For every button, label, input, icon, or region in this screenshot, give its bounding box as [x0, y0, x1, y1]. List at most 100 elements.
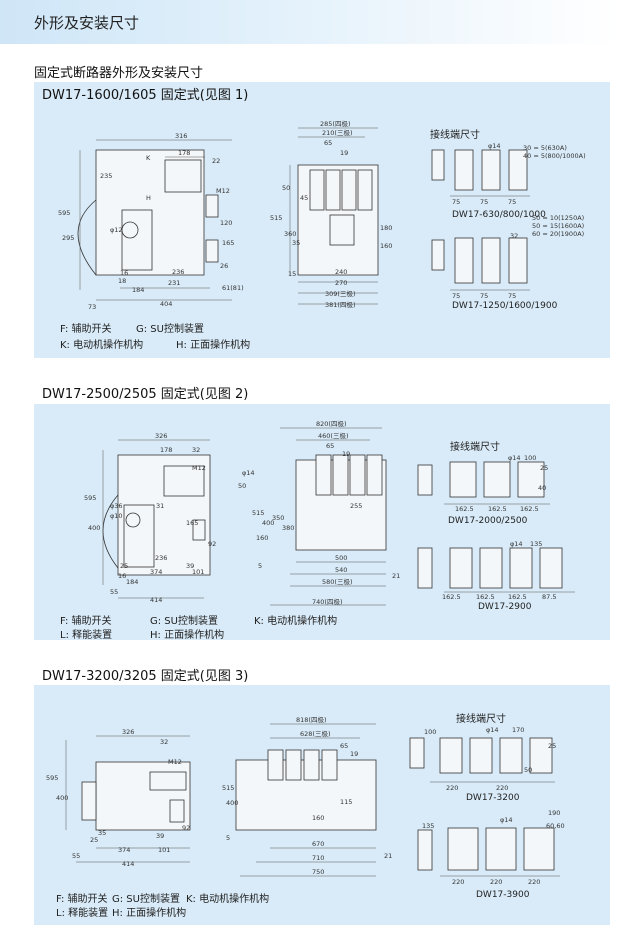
s1-dim-73: 73	[88, 303, 96, 311]
section-2-legend-f: F: 辅助开关	[60, 616, 112, 627]
section-2-sublabel-1: DW17-2000/2500	[448, 516, 528, 526]
section-3-terminal-label: 接线端尺寸	[456, 714, 506, 725]
section-1-front-view	[289, 127, 379, 305]
s2-dim-phi36: φ36	[110, 502, 123, 510]
s3-dim-326: 326	[122, 728, 134, 736]
s1-front-dim-240: 240	[335, 268, 347, 276]
s3-term-dim-6060: 60,60	[546, 822, 565, 830]
s2-term-dim-162e: 162.5	[476, 593, 495, 601]
s2-dim-phi10: φ10	[110, 512, 123, 520]
section-2-title: DW17-2500/2505 固定式(见图 2)	[42, 387, 249, 402]
s3-dim-35: 35	[98, 829, 106, 837]
s3-term-dim-220d: 220	[490, 878, 502, 886]
page-subtitle: 固定式断路器外形及安装尺寸	[34, 66, 204, 81]
s2-term-dim-40: 40	[538, 484, 546, 492]
s2-dim-236: 236	[155, 554, 167, 562]
s1-front-dim-285: 285(四极)	[320, 119, 350, 128]
s1-term-dim-630: 30 = 5(630A)	[523, 144, 567, 152]
s2-dim-92: 92	[208, 540, 216, 548]
s2-front-dim-65: 65	[326, 442, 334, 450]
s3-term-dim-220e: 220	[528, 878, 540, 886]
s3-front-dim-670: 670	[312, 840, 324, 848]
s2-front-dim-21: 21	[392, 572, 400, 580]
s2-dim-165: 165	[186, 519, 198, 527]
section-2-terminal-views	[417, 461, 575, 593]
s2-dim-25: 25	[120, 562, 128, 570]
section-2-legend-h: H: 正面操作机构	[150, 630, 225, 641]
section-3-legend-h: H: 正面操作机构	[112, 908, 187, 919]
s3-term-dim-100: 100	[424, 728, 436, 736]
s3-front-dim-400: 400	[226, 799, 238, 807]
s1-term-dim-75f: 75	[508, 292, 516, 300]
s3-dim-m12: M12	[168, 758, 182, 766]
s2-front-dim-500: 500	[335, 554, 347, 562]
section-1-legend-k: K: 电动机操作机构	[60, 340, 144, 351]
s3-dim-92: 92	[182, 824, 190, 832]
s1-front-dim-381: 381(四极)	[325, 300, 355, 309]
s1-dim-6181: 61(81)	[222, 284, 244, 292]
section-1-legend-f: F: 辅助开关	[60, 324, 112, 335]
s1-front-dim-360: 360	[284, 230, 296, 238]
s1-front-dim-210: 210(三极)	[322, 128, 352, 137]
section-1-sublabel-1: DW17-630/800/1000	[452, 210, 546, 220]
s3-term-dim-220c: 220	[452, 878, 464, 886]
s1-front-dim-45: 45	[300, 194, 308, 202]
s2-front-dim-540: 540	[335, 566, 347, 574]
s1-term-dim-800: 40 = 5(800/1000A)	[523, 152, 586, 160]
s3-dim-400: 400	[56, 794, 68, 802]
s2-term-dim-100: 100	[524, 454, 536, 462]
s3-front-dim-21: 21	[384, 852, 392, 860]
s3-front-dim-160: 160	[312, 814, 324, 822]
section-3-legend-f: F: 辅助开关	[56, 894, 108, 905]
s2-front-dim-580: 580(三极)	[322, 577, 352, 586]
s1-term-dim-75a: 75	[452, 198, 460, 206]
s3-term-dim-220b: 220	[496, 784, 508, 792]
s2-front-dim-820: 820(四极)	[316, 419, 346, 428]
s1-dim-16: 16	[120, 269, 128, 277]
s2-term-dim-87: 87.5	[542, 593, 556, 601]
s1-dim-18: 18	[118, 277, 126, 285]
s1-front-dim-180: 180	[380, 224, 392, 232]
s2-term-dim-25: 25	[540, 464, 548, 472]
s1-front-dim-270: 270	[335, 279, 347, 287]
s2-dim-31: 31	[156, 502, 164, 510]
s3-front-dim-710: 710	[312, 854, 324, 862]
s1-term-dim-1600: 50 = 15(1600A)	[532, 222, 584, 230]
s3-dim-55: 55	[72, 852, 80, 860]
s1-front-dim-35: 35	[292, 239, 300, 247]
s3-front-dim-515: 515	[222, 784, 234, 792]
s2-term-dim-phi14a: φ14	[508, 454, 521, 462]
s2-dim-101: 101	[192, 568, 204, 576]
s2-dim-m12: M12	[192, 464, 206, 472]
s3-term-dim-phi14a: φ14	[486, 726, 499, 734]
section-1-terminal-views	[431, 149, 530, 291]
section-1-legend-h: H: 正面操作机构	[176, 340, 251, 351]
s2-front-dim-19: 19	[342, 450, 350, 458]
s1-dim-k: K	[146, 154, 151, 162]
s1-term-dim-75c: 75	[508, 198, 516, 206]
s2-term-dim-162c: 162.5	[520, 505, 539, 513]
s1-dim-h: H	[146, 194, 151, 202]
section-3-side-view	[65, 735, 191, 863]
s1-front-dim-19: 19	[340, 149, 348, 157]
section-2-legend-g: G: SU控制装置	[150, 616, 218, 627]
s1-dim-316: 316	[175, 132, 187, 140]
s1-dim-236: 236	[172, 268, 184, 276]
s1-term-dim-1900: 60 = 20(1900A)	[532, 230, 584, 238]
s2-term-dim-162d: 162.5	[442, 593, 461, 601]
s2-dim-178: 178	[160, 446, 172, 454]
section-2-front-view	[270, 427, 387, 606]
s3-term-dim-25: 25	[548, 742, 556, 750]
s1-term-dim-75d: 75	[452, 292, 460, 300]
page-title: 外形及安装尺寸	[34, 14, 140, 32]
s3-term-dim-170: 170	[512, 726, 524, 734]
s2-dim-184: 184	[126, 578, 138, 586]
s2-term-dim-phi14b: φ14	[510, 540, 523, 548]
s2-front-dim-460: 460(三极)	[318, 431, 348, 440]
s3-term-dim-190: 190	[548, 809, 560, 817]
s2-term-dim-135: 135	[530, 540, 542, 548]
s1-front-dim-15: 15	[288, 270, 296, 278]
s3-term-dim-135: 135	[422, 822, 434, 830]
